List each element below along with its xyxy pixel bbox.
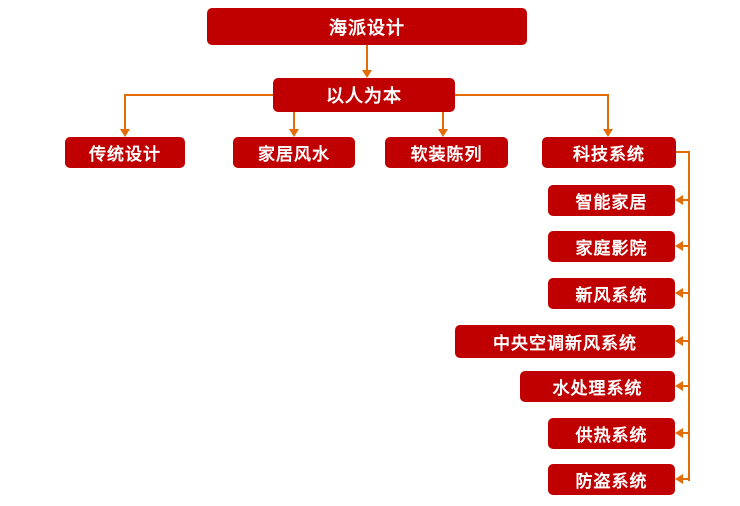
connector-branch3-vline: [607, 94, 609, 130]
node-tech-child-3: 中央空调新风系统: [455, 325, 675, 358]
node-tech-child-2: 新风系统: [548, 278, 675, 309]
node-branch-2: 软装陈列: [385, 137, 508, 168]
connector-branch-right-hline: [455, 94, 608, 96]
node-tech-child-0: 智能家居: [548, 185, 675, 216]
connector-child1-arrow: [675, 241, 683, 251]
connector-root-center-line: [366, 45, 368, 71]
connector-tech-spine: [688, 151, 690, 481]
connector-child0-arrow: [675, 195, 683, 205]
connector-child3-arrow: [675, 336, 683, 346]
node-root: 海派设计: [207, 8, 527, 45]
connector-branch0-vline: [124, 94, 126, 130]
connector-branch1-vline: [293, 112, 295, 130]
connector-tech-stub: [676, 151, 690, 153]
node-center: 以人为本: [273, 78, 455, 112]
node-branch-0: 传统设计: [65, 137, 185, 168]
connector-branch3-arrow: [603, 129, 613, 137]
connector-child3-stub: [682, 340, 690, 342]
connector-child2-arrow: [675, 288, 683, 298]
connector-child5-arrow: [675, 428, 683, 438]
connector-branch0-arrow: [120, 129, 130, 137]
connector-child6-stub: [682, 478, 690, 480]
connector-child0-stub: [682, 199, 690, 201]
node-tech-child-5: 供热系统: [548, 418, 675, 449]
connector-child5-stub: [682, 432, 690, 434]
connector-branch2-vline: [442, 112, 444, 130]
node-branch-3: 科技系统: [542, 137, 676, 168]
connector-child1-stub: [682, 245, 690, 247]
node-tech-child-6: 防盗系统: [548, 464, 675, 495]
connector-branch2-arrow: [438, 129, 448, 137]
connector-child4-arrow: [675, 381, 683, 391]
connector-child2-stub: [682, 292, 690, 294]
connector-child6-arrow: [675, 474, 683, 484]
node-branch-1: 家居风水: [233, 137, 355, 168]
connector-root-center-arrow: [362, 70, 372, 78]
node-tech-child-1: 家庭影院: [548, 231, 675, 262]
connector-child4-stub: [682, 385, 690, 387]
connector-branch-left-hline: [124, 94, 273, 96]
connector-branch1-arrow: [289, 129, 299, 137]
node-tech-child-4: 水处理系统: [520, 371, 675, 402]
